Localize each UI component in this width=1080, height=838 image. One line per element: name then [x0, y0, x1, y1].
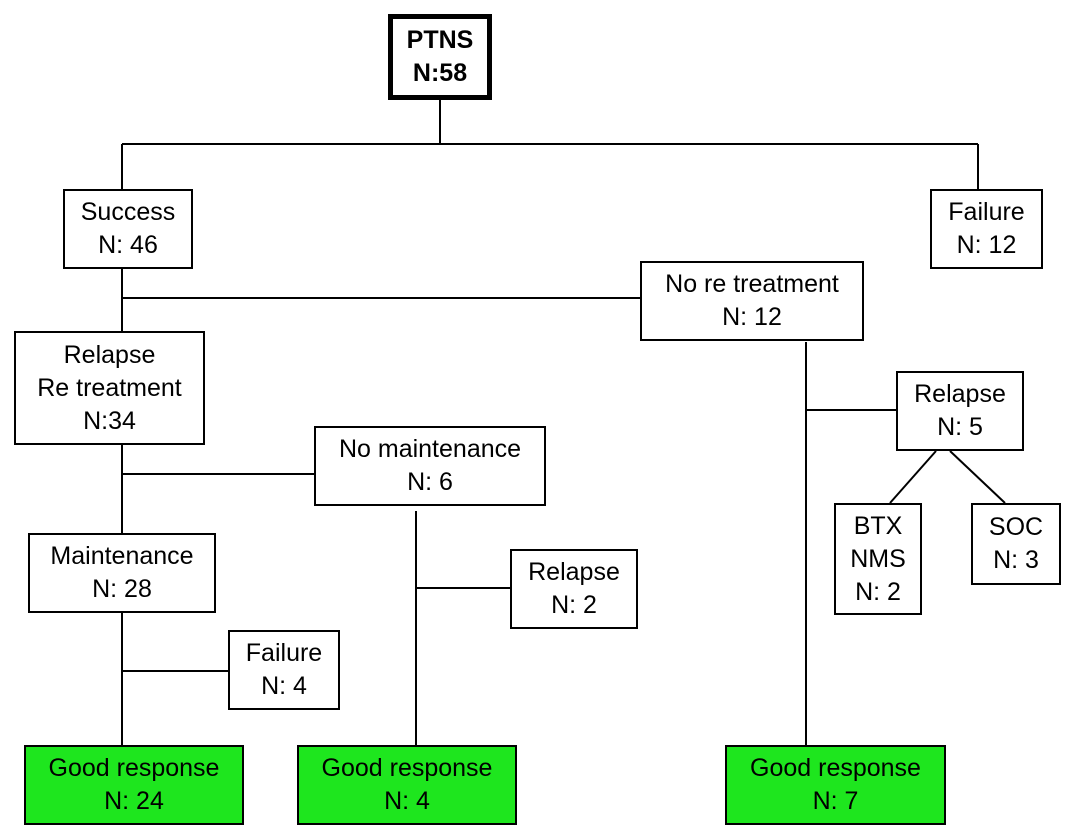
node-text-line: N: 4 [261, 672, 307, 700]
node-text-line: N: 5 [937, 413, 983, 441]
node-text-line: Failure [245, 639, 323, 667]
node-text-line: PTNS [406, 26, 474, 54]
node-ptns: PTNS N:58 [388, 14, 492, 100]
connector-to-soc [949, 450, 1006, 504]
node-text-line: Relapse [63, 340, 156, 369]
node-text-line: BTX [853, 511, 903, 540]
node-text-line: N: 12 [956, 231, 1017, 259]
node-soc: SOC N: 3 [971, 503, 1061, 585]
node-text-line: Good response [750, 754, 921, 782]
node-text-line: No maintenance [338, 435, 522, 463]
node-text-line: N:58 [412, 59, 468, 87]
node-text-line: N: 7 [812, 787, 859, 815]
node-no-re-treatment: No re treatment N: 12 [640, 261, 864, 341]
node-text-line: Maintenance [50, 542, 194, 570]
node-success: Success N: 46 [63, 189, 193, 269]
node-text-line: N: 4 [384, 787, 430, 815]
node-maintenance: Maintenance N: 28 [28, 533, 216, 613]
node-text-line: N: 6 [407, 468, 453, 496]
node-text-line: Good response [48, 754, 220, 782]
node-good-response-4: Good response N: 4 [297, 745, 517, 825]
node-text-line: N: 46 [98, 231, 158, 259]
node-btx-nms: BTX NMS N: 2 [834, 503, 922, 615]
node-text-line: Relapse [528, 558, 620, 586]
node-text-line: N: 2 [551, 591, 597, 619]
node-text-line: N: 28 [92, 575, 152, 603]
node-relapse-5: Relapse N: 5 [896, 371, 1024, 451]
node-text-line: NMS [850, 544, 906, 573]
node-text-line: Failure [948, 198, 1025, 226]
node-text-line: SOC [988, 513, 1044, 541]
node-failure-top: Failure N: 12 [930, 189, 1043, 269]
node-text-line: Good response [321, 754, 493, 782]
node-text-line: N:34 [83, 406, 136, 435]
node-text-line: Re treatment [37, 373, 182, 402]
node-text-line: N: 24 [104, 787, 164, 815]
node-text-line: N: 2 [855, 577, 901, 606]
node-relapse-2: Relapse N: 2 [510, 549, 638, 629]
connector-to-btx [889, 450, 937, 504]
node-text-line: Success [80, 198, 176, 226]
node-text-line: Relapse [914, 380, 1006, 408]
node-good-response-24: Good response N: 24 [24, 745, 244, 825]
node-text-line: N: 3 [993, 546, 1039, 574]
node-good-response-7: Good response N: 7 [725, 745, 946, 825]
node-no-maintenance: No maintenance N: 6 [314, 426, 546, 506]
node-text-line: No re treatment [665, 270, 839, 298]
node-failure-4: Failure N: 4 [228, 630, 340, 710]
node-text-line: N: 12 [722, 303, 782, 331]
